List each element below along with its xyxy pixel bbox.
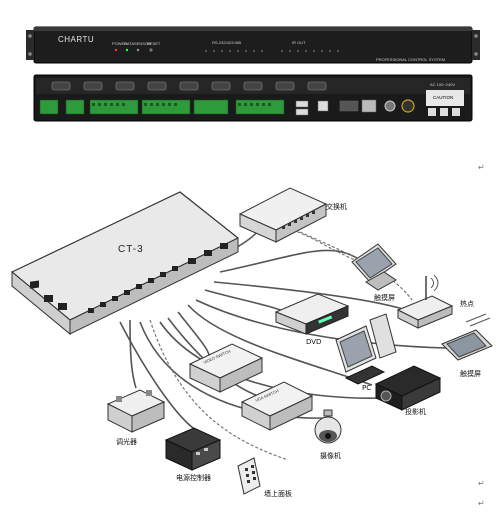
ce-mark (428, 108, 436, 116)
hotspot-label: 热点 (460, 299, 474, 308)
touch-screen-2 (441, 313, 493, 361)
dimmer (106, 389, 166, 433)
dvd-player (274, 293, 350, 335)
dvd-label: DVD (306, 338, 321, 346)
cable-pc (187, 304, 373, 386)
wall-panel (237, 457, 261, 495)
touch-screen-1 (351, 243, 397, 291)
ct3-ports (30, 243, 228, 313)
return-mark-3: ↵ (478, 499, 485, 508)
cable-switch-touch (287, 227, 361, 263)
sensor-led (136, 48, 140, 52)
cable-power-ctrl (119, 321, 197, 431)
touch-screen-2-label: 触摸屏 (460, 369, 481, 378)
ir-group-label: IR OUT (292, 40, 306, 45)
rear-ac-label: AC 100~240V (430, 82, 455, 87)
front-panel: CHARTU POWER DATA SENSOR RESET RS-232/42… (26, 26, 480, 64)
caution-text: CAUTION (433, 95, 453, 100)
projector-label: 投影机 (405, 407, 426, 416)
green-terminals (39, 99, 285, 115)
db9-ports (51, 81, 327, 91)
cable-hotspot (213, 281, 413, 313)
cable-projector (159, 321, 381, 399)
video-switch: VIDEO SWITCH (188, 343, 264, 393)
cable-touch2 (195, 299, 447, 349)
data-led (125, 48, 129, 52)
fcc-mark (440, 108, 448, 116)
sensor-label: SENSOR (134, 41, 151, 46)
ct3-model-label: CT-3 (118, 244, 144, 255)
rs-group-label: RS-232/422/485 (212, 40, 242, 45)
hotspot (396, 274, 454, 329)
reset-button (149, 48, 153, 52)
power-led (114, 48, 118, 52)
camera (314, 409, 342, 444)
return-mark-2: ↵ (478, 479, 485, 488)
power-controller-label: 电源控制器 (176, 473, 211, 482)
terminal-screws (92, 103, 271, 106)
data-label: DATA (124, 41, 134, 46)
rear-panel: CAUTION AC 100~240V (33, 74, 473, 122)
power-controller (164, 427, 222, 471)
dimmer-label: 调光器 (116, 437, 137, 446)
brand-logo: CHARTU (58, 35, 94, 44)
wall-panel-label: 墙上面板 (264, 489, 292, 498)
ct3-controller: CT-3 (10, 191, 240, 336)
network-switch (238, 187, 328, 243)
cable-switch-hotspot (299, 231, 413, 301)
cable-wall-panel (149, 319, 289, 461)
cable-camera (139, 321, 327, 419)
recycle-mark (452, 108, 460, 116)
pc-label: PC (362, 384, 371, 392)
pc (335, 313, 397, 385)
reset-label: RESET (147, 41, 161, 46)
front-leds (205, 50, 339, 52)
usb-ethernet-ports (295, 99, 377, 116)
caution-label (426, 90, 464, 106)
cable-touch1 (219, 249, 361, 273)
antenna-connector (384, 100, 396, 112)
power-inlet (401, 99, 415, 113)
switch-label: 交换机 (326, 202, 347, 211)
camera-label: 摄像机 (320, 451, 341, 460)
projector (374, 365, 442, 411)
cable-dimmer (129, 319, 137, 389)
front-footer: PROFESSIONAL CONTROL SYSTEM (376, 57, 445, 62)
touch-screen-1-label: 触摸屏 (374, 293, 395, 302)
power-label: POWER (112, 41, 127, 46)
vga-switch: VGA SWITCH (240, 381, 314, 431)
return-mark-1: ↵ (478, 163, 485, 172)
